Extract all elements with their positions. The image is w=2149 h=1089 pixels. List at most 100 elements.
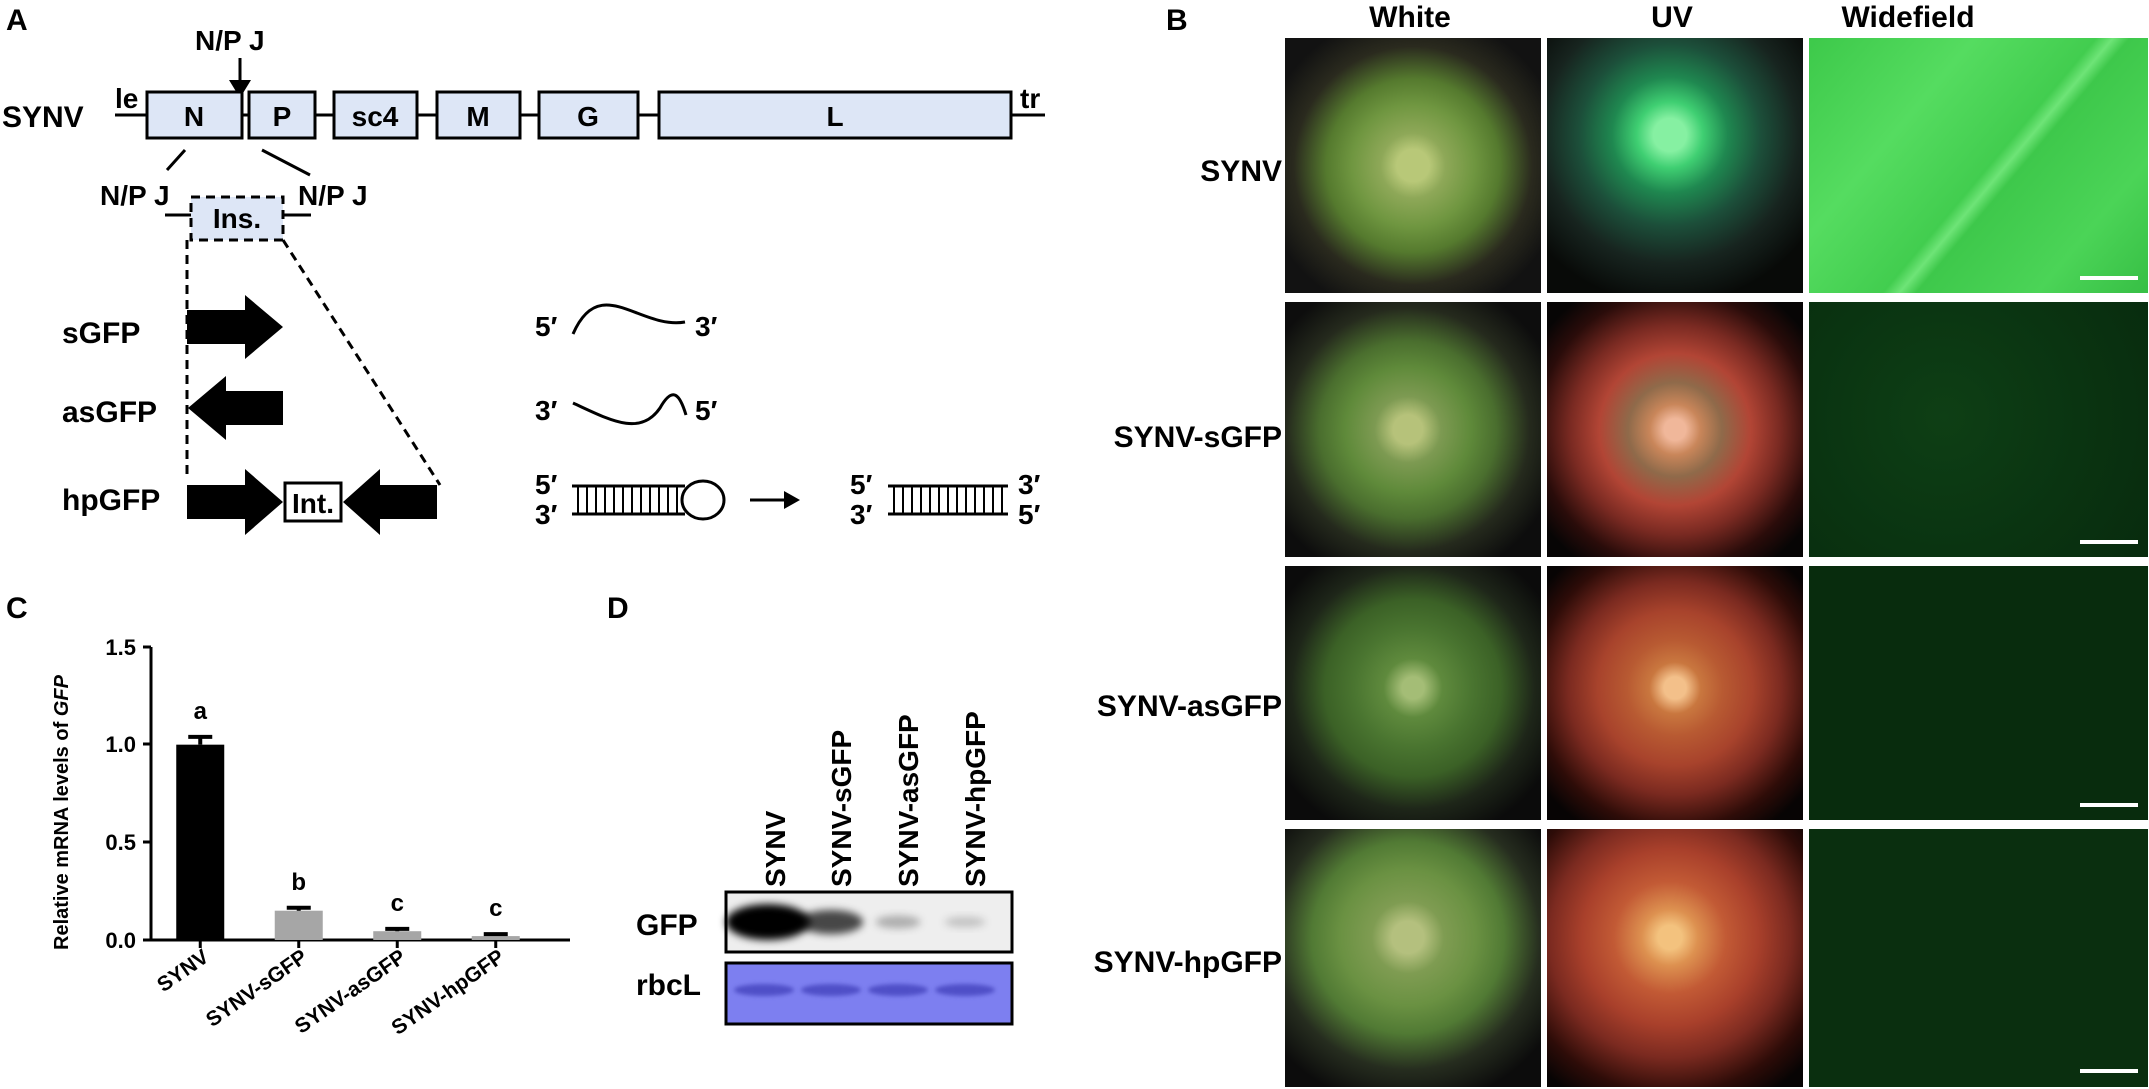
panel-letter-d: D — [607, 592, 629, 625]
trailer-label: tr — [1020, 83, 1040, 114]
construct-asgfp-label: asGFP — [62, 396, 157, 429]
chart-significance-label: c — [391, 890, 404, 917]
np-junction-right-label: N/P J — [298, 180, 368, 211]
hairpin-rna-icon — [572, 479, 726, 521]
gene-g: G — [537, 90, 640, 140]
insert-label: Ins. — [213, 203, 261, 234]
photo-synv-white — [1285, 38, 1541, 293]
gene-p: P — [247, 90, 317, 140]
antisense-rna-5-label: 5′ — [695, 395, 718, 426]
photo-synv-sgfp-white — [1285, 302, 1541, 557]
scale-bar — [2080, 1069, 2138, 1073]
blot-lane-label: SYNV-hpGFP — [960, 711, 991, 887]
gfp-bands — [726, 904, 986, 940]
blot-lane-label: SYNV — [760, 810, 791, 887]
chart-y-tick-label: 1.5 — [105, 635, 136, 660]
chart-significance-label: c — [489, 895, 502, 922]
photo-synv-uv — [1547, 38, 1803, 293]
chart-error-bar — [286, 905, 311, 911]
panel-d: D SYNV SYNV-sGFP SYNV-asGFP SYNV-hpGFP G… — [607, 592, 1014, 1026]
dsrna-5-right-label: 5′ — [1018, 499, 1041, 530]
photo-synv-hpgfp-widefield — [1809, 829, 2148, 1087]
panel-b: B White UV Widefield SYNV SYNV-sGFP SYNV… — [1094, 1, 1975, 979]
chart-y-tick-label: 0.5 — [105, 830, 136, 855]
chart-significance-label: b — [291, 869, 306, 896]
row-label-synv-asgfp: SYNV-asGFP — [1097, 690, 1282, 723]
blot-lane-label: SYNV-sGFP — [826, 730, 857, 887]
gfp-band — [944, 916, 986, 928]
gene-g-label: G — [577, 101, 599, 132]
blot-row-label-gfp: GFP — [636, 909, 698, 942]
sense-rna-5-label: 5′ — [535, 311, 558, 342]
gfp-band — [875, 915, 921, 929]
blot-lane-label: SYNV-asGFP — [893, 714, 924, 887]
hairpin-antisense-arrow-icon — [343, 469, 437, 535]
photo-synv-sgfp-uv — [1547, 302, 1803, 557]
blot-row-label-rbcl: rbcL — [636, 969, 701, 1002]
panel-c: C Relative mRNA levels of GFP 0.0 0.5 1.… — [6, 592, 570, 1040]
junction-arrow-icon — [229, 80, 251, 98]
chart-error-bar — [483, 932, 508, 937]
gene-p-label: P — [273, 101, 292, 132]
intron-box — [283, 481, 343, 523]
photo-synv-widefield — [1809, 38, 2148, 293]
construct-sgfp-label: sGFP — [62, 317, 140, 350]
hairpin-rna-3-label: 3′ — [535, 499, 558, 530]
rbcl-band — [935, 984, 995, 996]
chart-y-tick-label: 1.0 — [105, 732, 136, 757]
column-header-uv: UV — [1651, 1, 1693, 34]
gene-m-label: M — [466, 101, 489, 132]
gene-l: L — [657, 90, 1013, 140]
scale-bar — [2080, 276, 2138, 280]
chart-error-bar — [188, 734, 213, 745]
panel-letter-c: C — [6, 592, 28, 625]
photo-synv-asgfp-white — [1285, 566, 1541, 820]
chart-bar — [471, 936, 520, 940]
antisense-rna-3-label: 3′ — [535, 395, 558, 426]
insert-expansion-right — [281, 239, 442, 486]
panel-letter-b: B — [1166, 4, 1188, 37]
photo-synv-sgfp-widefield — [1809, 302, 2148, 557]
dsrna-5-left-label: 5′ — [850, 469, 873, 500]
photo-synv-asgfp-uv — [1547, 566, 1803, 820]
rbcl-band — [868, 984, 928, 996]
antisense-rna-strand — [572, 393, 688, 426]
panel-letter-a: A — [6, 4, 28, 37]
sense-rna-3-label: 3′ — [695, 311, 718, 342]
chart-bar — [176, 744, 225, 940]
chart-significance-label: a — [194, 698, 208, 725]
chart-y-ticks — [143, 645, 151, 942]
column-header-widefield: Widefield — [1841, 1, 1974, 34]
zoom-line-right — [261, 148, 311, 177]
chart-bar — [274, 910, 323, 940]
intron-label: Int. — [292, 488, 334, 519]
chart-bar — [373, 931, 422, 940]
rbcl-bands — [734, 984, 995, 996]
zoom-line-left — [165, 148, 187, 172]
sense-rna-strand — [571, 303, 686, 335]
chart-error-bar — [385, 926, 410, 932]
rbcl-band — [801, 984, 861, 996]
gene-sc4: sc4 — [332, 90, 419, 140]
dsrna-3-right-label: 3′ — [1018, 469, 1041, 500]
gene-n: N — [145, 90, 244, 140]
hairpin-rna-5-label: 5′ — [535, 469, 558, 500]
row-label-synv-hpgfp: SYNV-hpGFP — [1094, 946, 1282, 979]
gene-l-label: L — [826, 101, 843, 132]
dsrna-icon — [888, 484, 1008, 516]
chart-y-tick-label: 0.0 — [105, 928, 136, 953]
gfp-band — [726, 904, 810, 940]
photo-synv-hpgfp-white — [1285, 829, 1541, 1087]
gfp-band — [798, 909, 864, 935]
genome-label: SYNV — [2, 101, 84, 134]
gene-m: M — [435, 90, 522, 140]
gene-sc4-label: sc4 — [352, 101, 399, 132]
np-junction-top-label: N/P J — [195, 25, 265, 56]
dsrna-3-left-label: 3′ — [850, 499, 873, 530]
chart-x-tick-label: SYNV — [153, 945, 213, 997]
scale-bar — [2080, 540, 2138, 544]
row-label-synv: SYNV — [1200, 155, 1282, 188]
insert-box — [189, 195, 285, 242]
np-junction-left-label: N/P J — [100, 180, 170, 211]
hairpin-sense-arrow-icon — [187, 469, 283, 535]
